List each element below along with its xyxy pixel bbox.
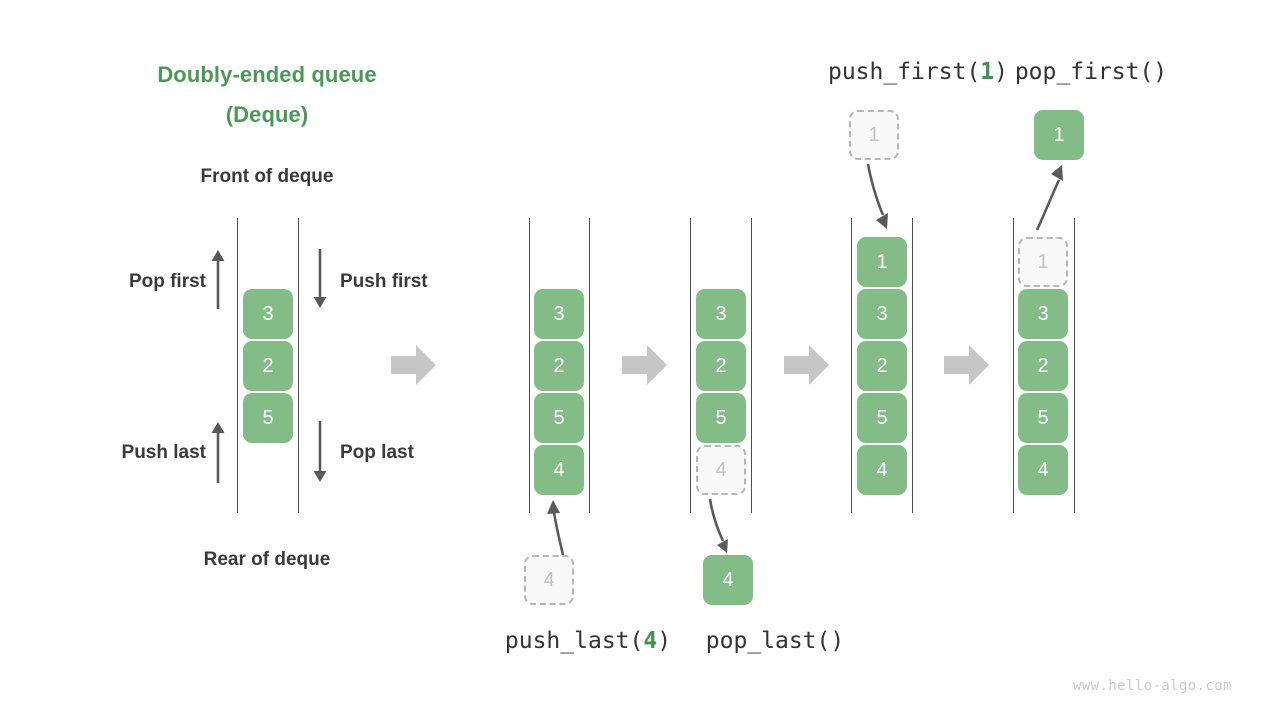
watermark: www.hello-algo.com <box>1073 678 1232 694</box>
pop-last-operation-label: pop_last() <box>690 628 860 654</box>
transition-arrow-2 <box>622 344 668 386</box>
stage-2-cell-1: 2 <box>534 341 584 391</box>
stage-1-cell-2: 5 <box>243 393 293 443</box>
push-last-label: Push last <box>121 442 206 463</box>
stage-3-rail-left <box>690 218 691 513</box>
pop-first-move-arrow <box>1026 163 1070 231</box>
stage-5-cell-1: 3 <box>1018 289 1068 339</box>
diagram-title-line1: Doubly-ended queue <box>157 62 377 87</box>
front-of-deque-label: Front of deque <box>200 166 334 187</box>
stage-4-cell-1: 3 <box>857 289 907 339</box>
stage-5-rail-left <box>1013 218 1014 513</box>
push-last-move-arrow <box>540 498 580 556</box>
push-first-move-arrow <box>861 163 905 231</box>
stage-4-rail-left <box>851 218 852 513</box>
stage-3-cell-0: 3 <box>696 289 746 339</box>
push-first-label: Push first <box>340 271 428 292</box>
stage-5-cell-2: 2 <box>1018 341 1068 391</box>
stage-4-rail-right <box>912 218 913 513</box>
stage-5-cell-3: 5 <box>1018 393 1068 443</box>
pop-first-op-name: pop_first() <box>1014 59 1168 85</box>
stage-4-cell-3: 5 <box>857 393 907 443</box>
pop-first-operation-label: pop_first() <box>1006 59 1176 85</box>
stage-4-incoming-ghost-cell: 1 <box>849 110 899 160</box>
push-first-operation-label: push_first(1) <box>763 59 1073 85</box>
stage-2-cell-3: 4 <box>534 445 584 495</box>
pop-last-op-name: pop_last() <box>705 628 845 654</box>
stage-2-cell-0: 3 <box>534 289 584 339</box>
stage-4-cell-4: 4 <box>857 445 907 495</box>
push-first-op-close: ) <box>994 59 1009 85</box>
transition-arrow-1 <box>391 344 437 386</box>
stage-2-rail-left <box>529 218 530 513</box>
stage-1-rail-right <box>298 218 299 513</box>
push-last-op-arg: 4 <box>643 628 658 654</box>
pop-last-label: Pop last <box>340 442 414 463</box>
stage-5-rail-right <box>1074 218 1075 513</box>
stage-3-cell-1: 2 <box>696 341 746 391</box>
stage-3-cell-3-ghost: 4 <box>696 445 746 495</box>
stage-2-cell-2: 5 <box>534 393 584 443</box>
pop-last-move-arrow <box>703 498 743 556</box>
pop-first-arrow <box>208 248 228 310</box>
stage-5-cell-4: 4 <box>1018 445 1068 495</box>
stage-5-outgoing-cell: 1 <box>1034 110 1084 160</box>
diagram-title-line2: (Deque) <box>225 102 309 127</box>
rear-of-deque-label: Rear of deque <box>203 549 331 570</box>
push-last-op-close: ) <box>657 628 672 654</box>
pop-first-label: Pop first <box>128 271 206 292</box>
stage-4-cell-0: 1 <box>857 237 907 287</box>
push-last-op-name: push_last( <box>504 628 644 654</box>
push-last-arrow <box>208 420 228 484</box>
pop-last-arrow <box>310 420 330 484</box>
transition-arrow-4 <box>944 344 990 386</box>
stage-3-rail-right <box>751 218 752 513</box>
transition-arrow-3 <box>784 344 830 386</box>
push-first-op-name: push_first( <box>827 59 981 85</box>
stage-2-rail-right <box>589 218 590 513</box>
stage-1-rail-left <box>237 218 238 513</box>
push-first-op-arg: 1 <box>980 59 995 85</box>
push-last-operation-label: push_last(4) <box>448 628 728 654</box>
stage-5-cell-0-ghost: 1 <box>1018 237 1068 287</box>
stage-3-cell-2: 5 <box>696 393 746 443</box>
stage-1-cell-0: 3 <box>243 289 293 339</box>
push-first-arrow <box>310 248 330 310</box>
stage-1-cell-1: 2 <box>243 341 293 391</box>
stage-2-incoming-ghost-cell: 4 <box>524 555 574 605</box>
stage-4-cell-2: 2 <box>857 341 907 391</box>
stage-3-outgoing-cell: 4 <box>703 555 753 605</box>
